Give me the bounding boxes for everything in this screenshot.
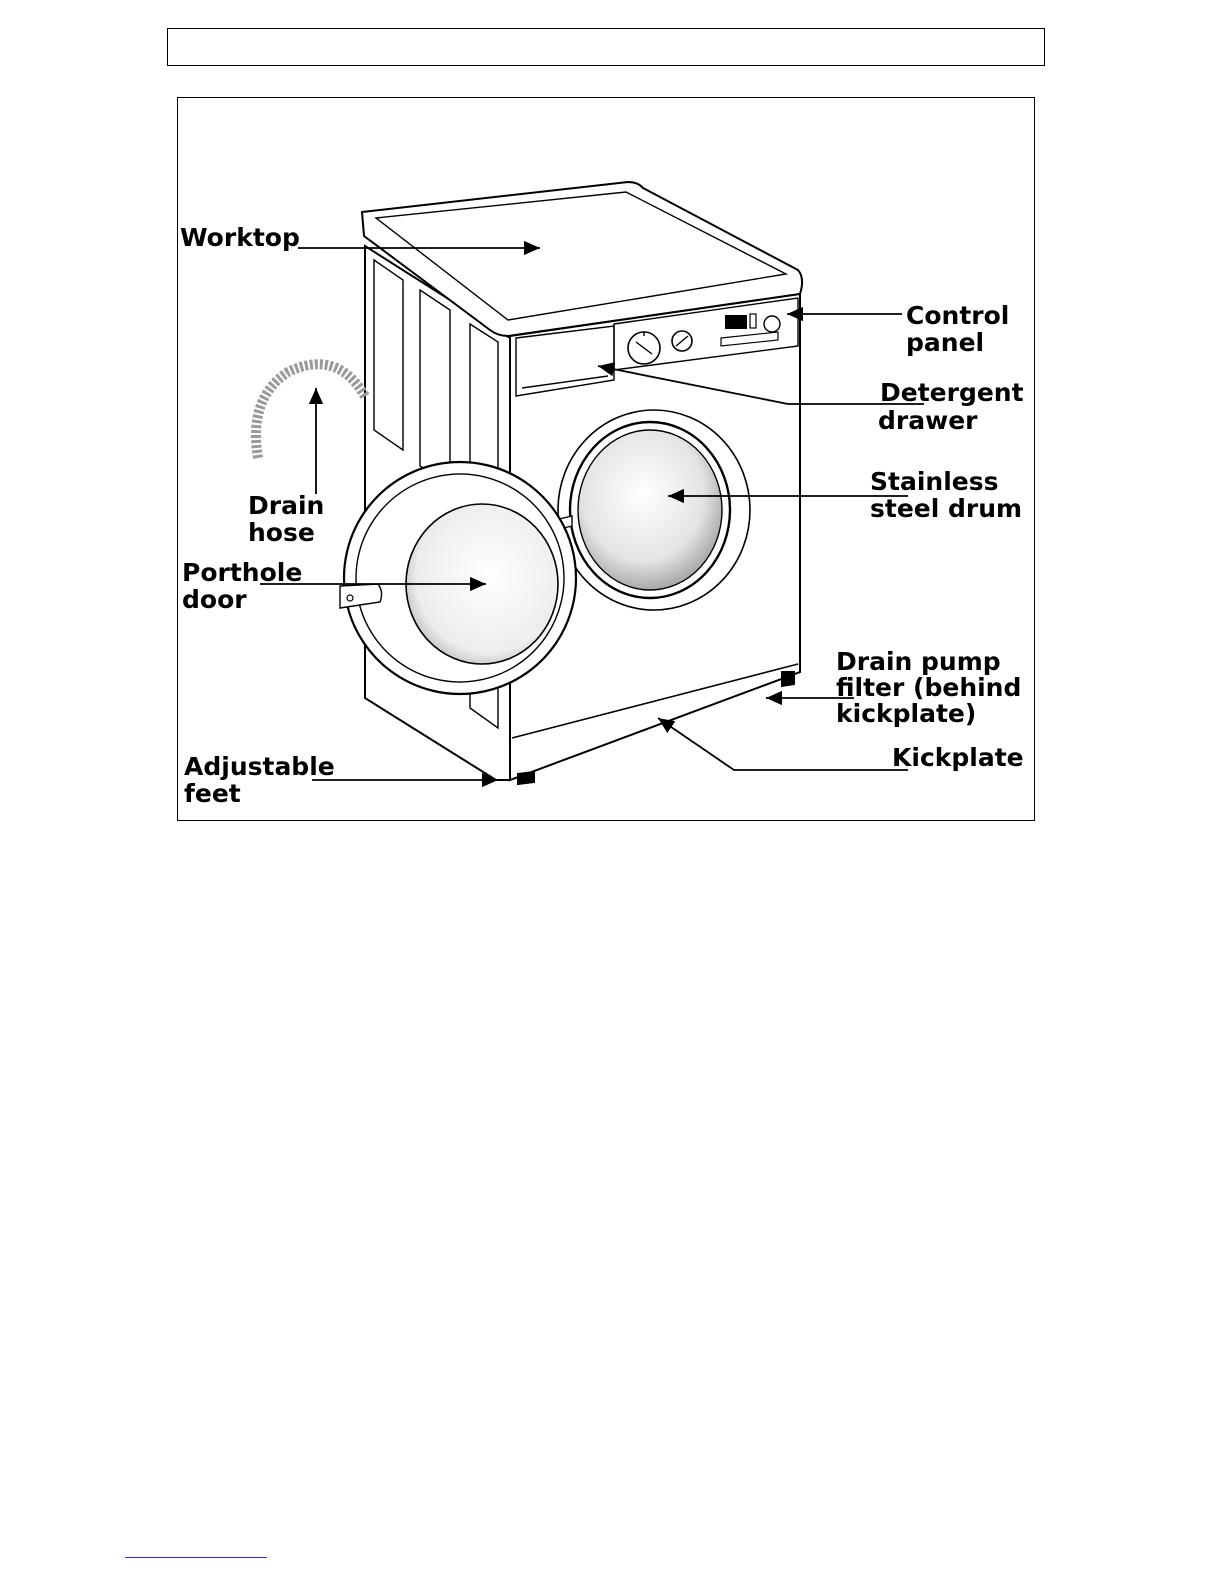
washing-machine-diagram: Worktop Control panel Detergent drawer S… bbox=[177, 97, 1035, 821]
drain-hose-shape bbox=[256, 364, 366, 458]
label-control-panel-line1: Control bbox=[906, 301, 1009, 330]
label-feet-line2: feet bbox=[184, 779, 241, 808]
label-control-panel-line2: panel bbox=[906, 328, 984, 357]
label-drum-line2: steel drum bbox=[870, 494, 1022, 523]
label-feet-line1: Adjustable bbox=[184, 752, 335, 781]
stainless-steel-drum bbox=[578, 430, 722, 590]
label-detergent-line1: Detergent bbox=[880, 378, 1024, 407]
footnote-rule bbox=[125, 1557, 267, 1558]
label-worktop: Worktop bbox=[180, 223, 300, 252]
label-pump-line3: kickplate) bbox=[836, 699, 976, 728]
label-drain-hose-line1: Drain bbox=[248, 491, 324, 520]
label-drum-line1: Stainless bbox=[870, 467, 998, 496]
label-porthole-line2: door bbox=[182, 585, 247, 614]
label-pump-line2: filter (behind bbox=[836, 673, 1021, 702]
header-box bbox=[167, 28, 1045, 66]
display bbox=[726, 316, 746, 328]
label-porthole-line1: Porthole bbox=[182, 558, 302, 587]
label-kickplate: Kickplate bbox=[892, 743, 1024, 772]
washing-machine-illustration bbox=[256, 182, 802, 784]
label-drain-hose-line2: hose bbox=[248, 518, 315, 547]
foot-right bbox=[782, 672, 794, 686]
label-pump-line1: Drain pump bbox=[836, 647, 1001, 676]
label-detergent-line2: drawer bbox=[878, 406, 978, 435]
foot-left bbox=[518, 772, 534, 784]
diagram-canvas: Worktop Control panel Detergent drawer S… bbox=[178, 98, 1034, 820]
